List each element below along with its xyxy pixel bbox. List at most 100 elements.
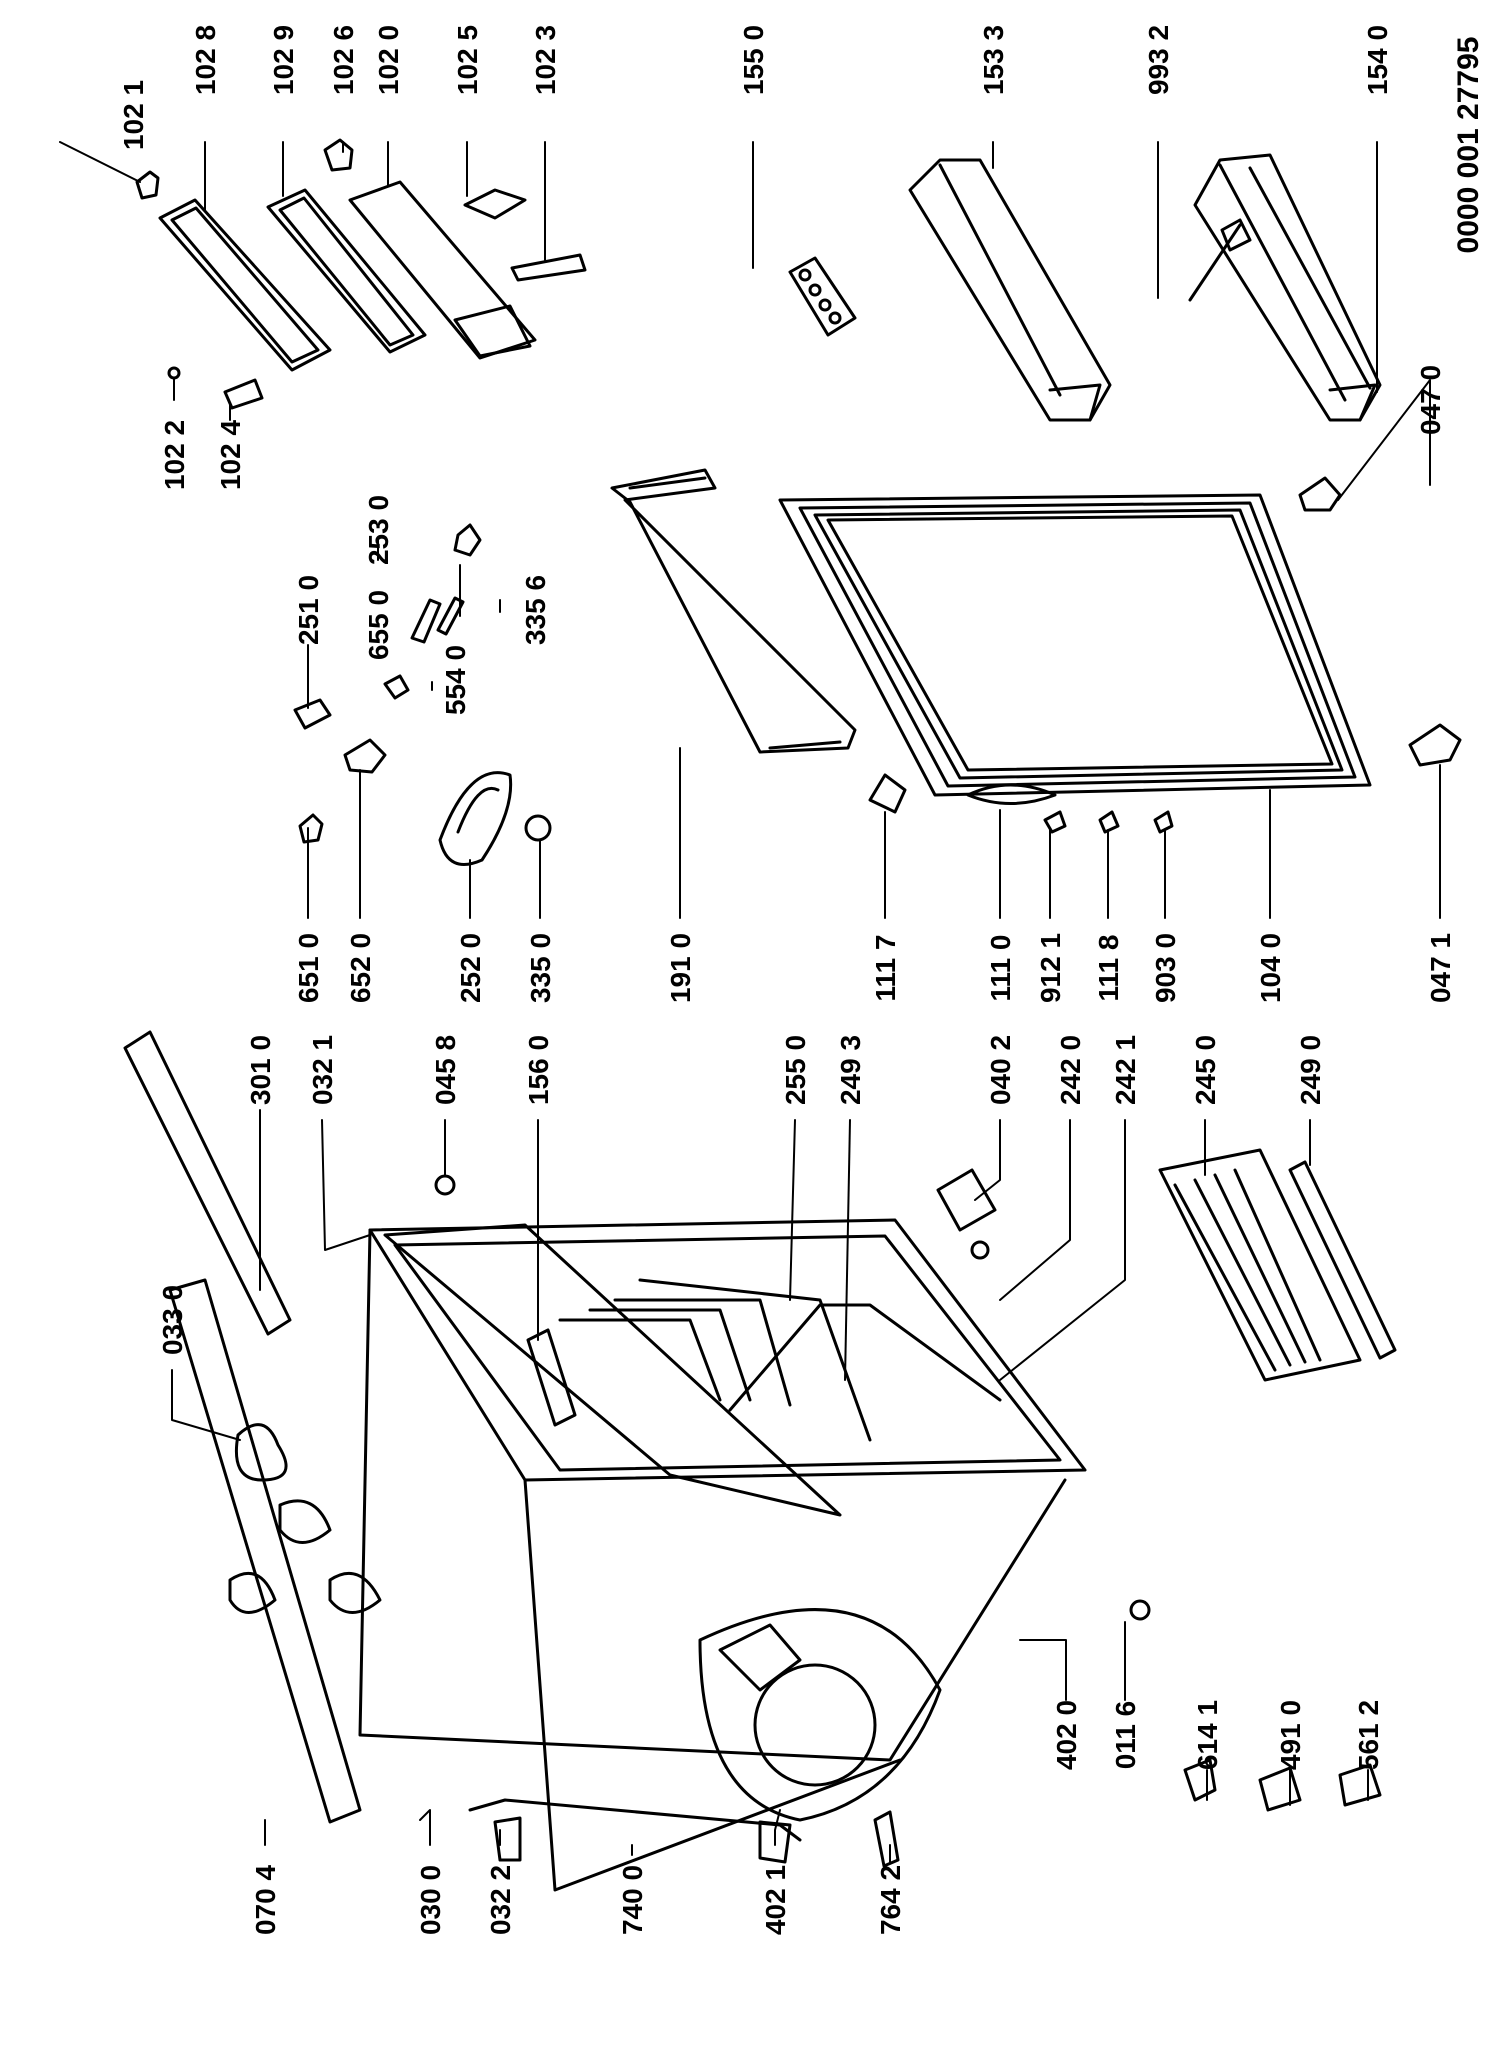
- label-402-0: 402 0: [1051, 1700, 1082, 1770]
- label-251-0: 251 0: [293, 575, 324, 645]
- part-614-1-relay: [1183, 1758, 1217, 1802]
- label-491-0: 491 0: [1275, 1700, 1306, 1770]
- label-102-9: 102 9: [268, 25, 299, 95]
- part-153-3-door-shelf: [908, 158, 1112, 422]
- leader-lines: [59, 141, 1441, 1863]
- label-903-0: 903 0: [1150, 933, 1181, 1003]
- label-032-1: 032 1: [307, 1035, 338, 1105]
- label-249-3: 249 3: [835, 1035, 866, 1105]
- label-102-4: 102 4: [215, 420, 246, 490]
- label-102-0: 102 0: [373, 25, 404, 95]
- part-245-0-wire-shelf: [1158, 1148, 1362, 1382]
- label-030-0: 030 0: [415, 1865, 446, 1935]
- part-402-0-compressor: [698, 1608, 942, 1822]
- label-102-8: 102 8: [190, 25, 221, 95]
- part-156-0-ice-tray: [526, 1328, 577, 1427]
- label-253-0: 253 0: [363, 495, 394, 565]
- part-102-0-door-rail: [348, 180, 537, 360]
- part-111-0-handle: [966, 783, 1057, 805]
- label-249-0: 249 0: [1295, 1035, 1326, 1105]
- label-155-0: 155 0: [738, 25, 769, 95]
- label-652-0: 652 0: [345, 933, 376, 1003]
- part-335-0-knob: [524, 814, 552, 842]
- part-155-0-egg-tray: [788, 256, 857, 337]
- label-993-2: 993 2: [1143, 25, 1174, 95]
- part-102-9-shelf-frame: [266, 188, 427, 354]
- label-102-2: 102 2: [159, 420, 190, 490]
- part-764-2-valve: [873, 1810, 900, 1868]
- part-045-8-screw: [434, 1174, 456, 1196]
- part-251-0-clip: [293, 698, 332, 730]
- part-154-0-door-bin: [1193, 153, 1382, 422]
- part-554-0-switch: [383, 674, 410, 700]
- label-402-1: 402 1: [760, 1865, 791, 1935]
- label-102-6: 102 6: [328, 25, 359, 95]
- label-111-0: 111 0: [985, 935, 1016, 1002]
- part-111-7-handle-cap: [868, 773, 907, 814]
- part-102-4-bracket: [223, 378, 264, 410]
- drawing-number: 0000 001 27795: [1452, 37, 1485, 254]
- part-047-0-foot: [1298, 476, 1342, 512]
- label-032-2: 032 2: [485, 1865, 516, 1935]
- part-104-0-door: [778, 493, 1372, 797]
- label-011-6: 011 6: [1110, 1701, 1141, 1770]
- part-102-1-clip: [135, 170, 160, 200]
- label-033-0: 033 0: [157, 1285, 188, 1355]
- cabinet-inner-shelves: [558, 1278, 1002, 1442]
- label-912-1: 912 1: [1035, 933, 1066, 1003]
- label-561-2: 561 2: [1353, 1700, 1384, 1770]
- cabinet-body: [358, 1218, 1087, 1892]
- label-045-8: 045 8: [430, 1035, 461, 1105]
- label-301-0: 301 0: [245, 1035, 276, 1105]
- label-111-7: 111 7: [870, 935, 901, 1002]
- label-047-0: 047 0: [1415, 365, 1446, 435]
- label-047-1: 047 1: [1425, 933, 1456, 1003]
- part-491-0-cover-box: [1258, 1766, 1302, 1812]
- part-011-6-screw: [1129, 1599, 1151, 1621]
- label-554-0: 554 0: [440, 645, 471, 715]
- part-993-2-wire-rod: [1188, 218, 1252, 302]
- part-903-0-screw: [1153, 810, 1174, 834]
- label-102-1: 102 1: [118, 80, 149, 150]
- label-102-5: 102 5: [452, 25, 483, 95]
- part-912-1-screw: [1043, 810, 1067, 834]
- label-614-1: 614 1: [1192, 1700, 1223, 1770]
- part-102-2-screw: [167, 366, 181, 380]
- part-047-1-foot: [1408, 723, 1462, 767]
- label-102-3: 102 3: [530, 25, 561, 95]
- part-102-6-hinge-small: [323, 138, 354, 172]
- label-764-2: 764 2: [875, 1865, 906, 1935]
- label-111-8: 111 8: [1093, 935, 1124, 1002]
- label-740-0: 740 0: [617, 1865, 648, 1935]
- label-104-0: 104 0: [1255, 933, 1286, 1003]
- part-102-8-shelf-frame: [158, 198, 332, 372]
- label-651-0: 651 0: [293, 933, 324, 1003]
- part-102-5-pad: [463, 188, 527, 220]
- part-252-0-thermostat-housing: [438, 771, 513, 866]
- part-102-3-connector: [510, 253, 587, 282]
- part-033-0-insulation: [228, 1423, 382, 1614]
- label-252-0: 252 0: [455, 933, 486, 1003]
- part-561-2-starter: [1338, 1763, 1382, 1807]
- label-335-6: 335 6: [520, 575, 551, 645]
- part-402-1-condenser: [468, 1798, 802, 1864]
- label-153-3: 153 3: [978, 25, 1009, 95]
- label-191-0: 191 0: [665, 933, 696, 1003]
- part-651-0-bulb-holder: [298, 813, 324, 844]
- part-191-0-door-gasket: [610, 468, 857, 754]
- label-156-0: 156 0: [523, 1035, 554, 1105]
- label-154-0: 154 0: [1362, 25, 1393, 95]
- part-655-0-lamp: [410, 598, 442, 644]
- part-253-0-cover: [453, 523, 482, 557]
- part-301-0-top-strip: [123, 1030, 292, 1336]
- part-111-8-screw: [1098, 810, 1120, 834]
- part-335-6-spring: [436, 596, 465, 636]
- part-249-0-shelf-trim: [1288, 1160, 1397, 1360]
- part-070-4-kickplate: [168, 1278, 362, 1824]
- part-652-0-lamp-bracket: [343, 738, 387, 774]
- part-040-2-hinge: [936, 1168, 997, 1260]
- label-255-0: 255 0: [780, 1035, 811, 1105]
- label-070-4: 070 4: [250, 1865, 281, 1935]
